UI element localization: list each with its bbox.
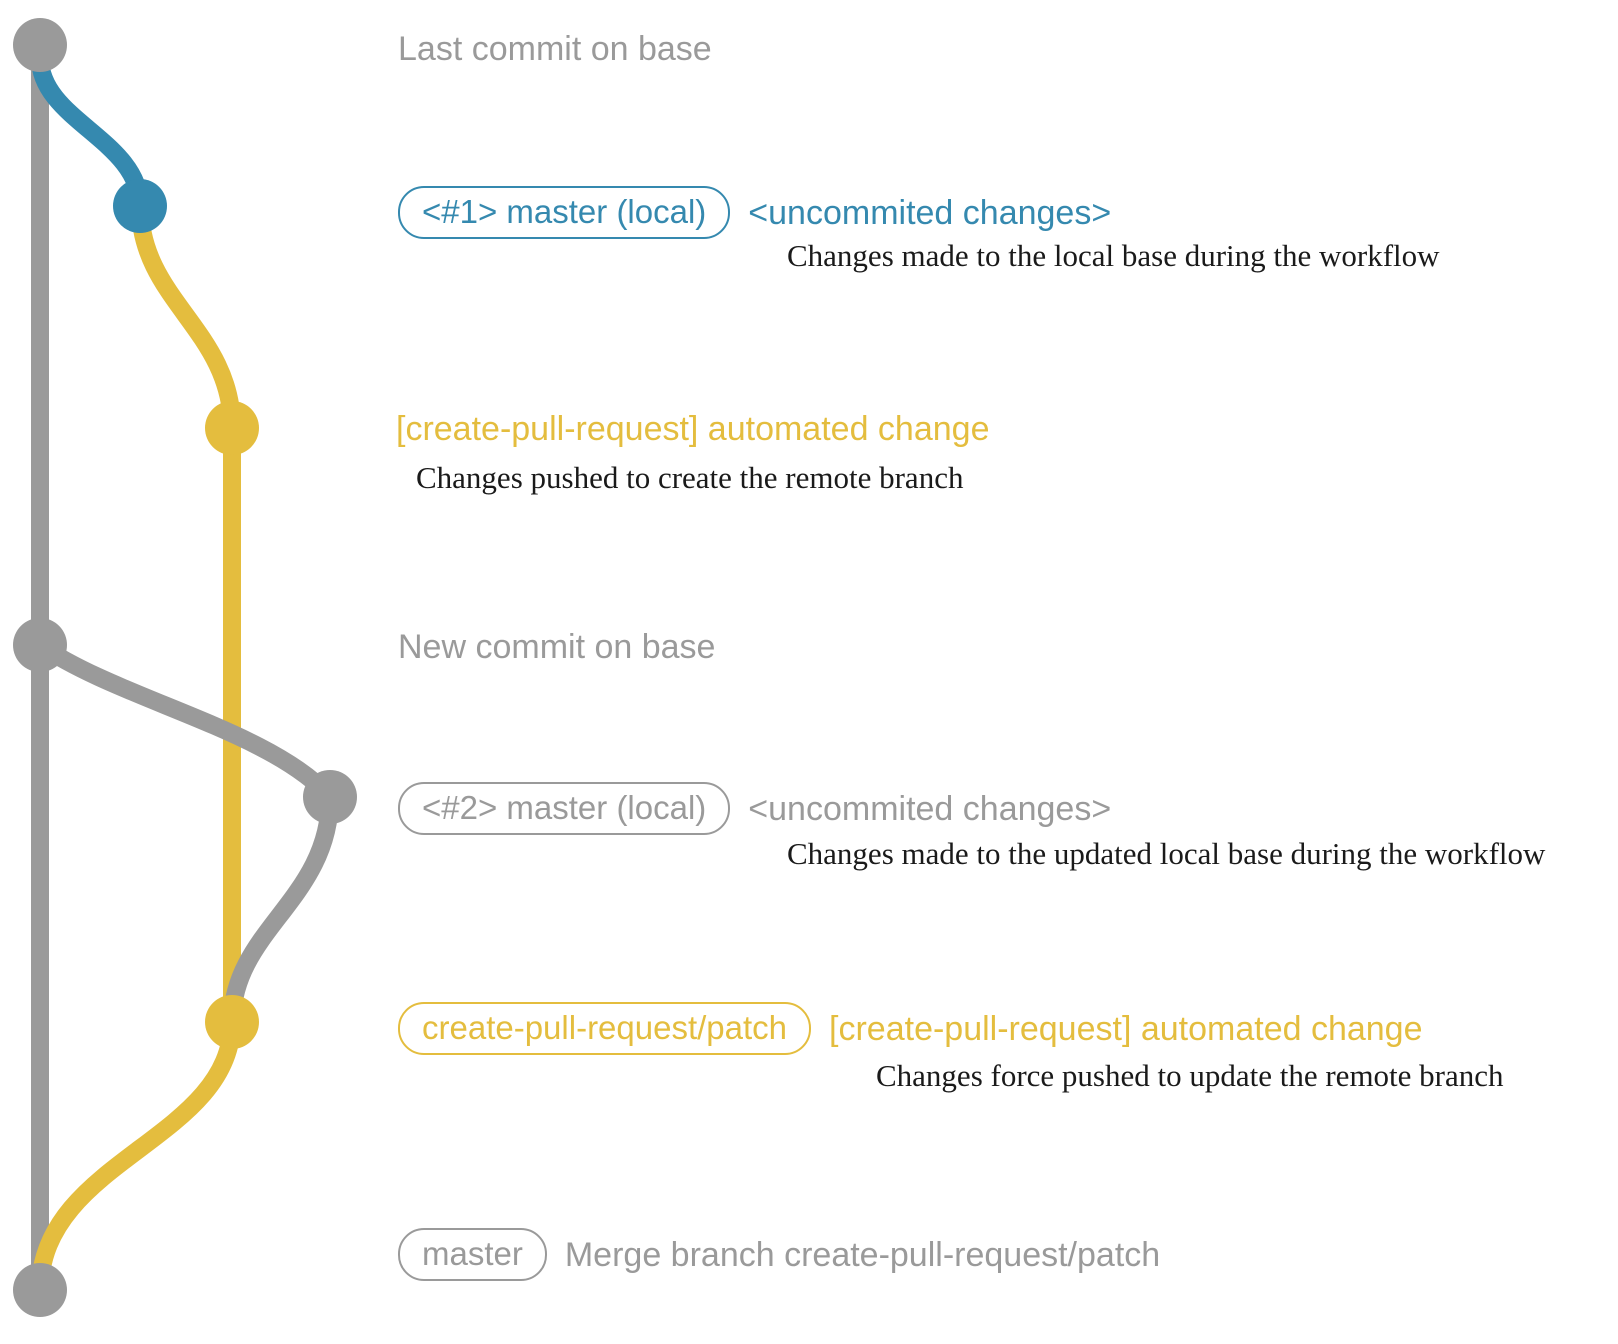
pill-create-pull-request-patch[interactable]: create-pull-request/patch [398, 1002, 812, 1055]
row-new-commit-on-base: New commit on base [398, 628, 716, 666]
desc-local-base-workflow: Changes made to the local base during th… [787, 238, 1440, 273]
desc-pushed-create-remote-branch: Changes pushed to create the remote bran… [416, 460, 964, 495]
node-new-commit-on-base[interactable] [13, 618, 67, 672]
desc-force-pushed-update-remote-branch: Changes force pushed to update the remot… [876, 1058, 1504, 1093]
pill-master[interactable]: master [398, 1228, 547, 1281]
row-merge-commit: master Merge branch create-pull-request/… [398, 1228, 1160, 1281]
commit-nodes [13, 18, 357, 1317]
desc-updated-local-base-workflow: Changes made to the updated local base d… [787, 836, 1546, 871]
subject-automated-change-2: [create-pull-request] automated change [829, 1009, 1423, 1048]
edge-local1-to-patch1 [131, 197, 241, 437]
subject-uncommited-changes-2: <uncommited changes> [748, 789, 1112, 828]
row-automated-change-1: [create-pull-request] automated change [396, 410, 990, 448]
edge-local2-to-patch2 [223, 788, 339, 1031]
subject-uncommited-changes-1: <uncommited changes> [748, 193, 1112, 232]
subject-new-commit-on-base: New commit on base [398, 628, 716, 666]
row-master-local-1: <#1> master (local) <uncommited changes> [398, 186, 1111, 239]
row-master-local-2: <#2> master (local) <uncommited changes> [398, 782, 1111, 835]
node-merge-commit[interactable] [13, 1263, 67, 1317]
node-automated-change-2[interactable] [205, 995, 259, 1049]
subject-merge-branch: Merge branch create-pull-request/patch [564, 1235, 1161, 1274]
node-master-local-1[interactable] [113, 179, 167, 233]
edge-patch2-to-merge [31, 1013, 241, 1299]
subject-last-commit-on-base: Last commit on base [398, 30, 712, 68]
node-last-commit-on-base[interactable] [13, 18, 67, 72]
subject-automated-change-1: [create-pull-request] automated change [396, 410, 990, 448]
edge-base-to-local2 [31, 636, 339, 806]
node-automated-change-1[interactable] [205, 401, 259, 455]
pill-master-local-2[interactable]: <#2> master (local) [398, 782, 731, 835]
node-master-local-2[interactable] [303, 770, 357, 824]
row-automated-change-2: create-pull-request/patch [create-pull-r… [398, 1002, 1423, 1055]
row-last-commit-on-base: Last commit on base [398, 30, 712, 68]
pill-master-local-1[interactable]: <#1> master (local) [398, 186, 731, 239]
